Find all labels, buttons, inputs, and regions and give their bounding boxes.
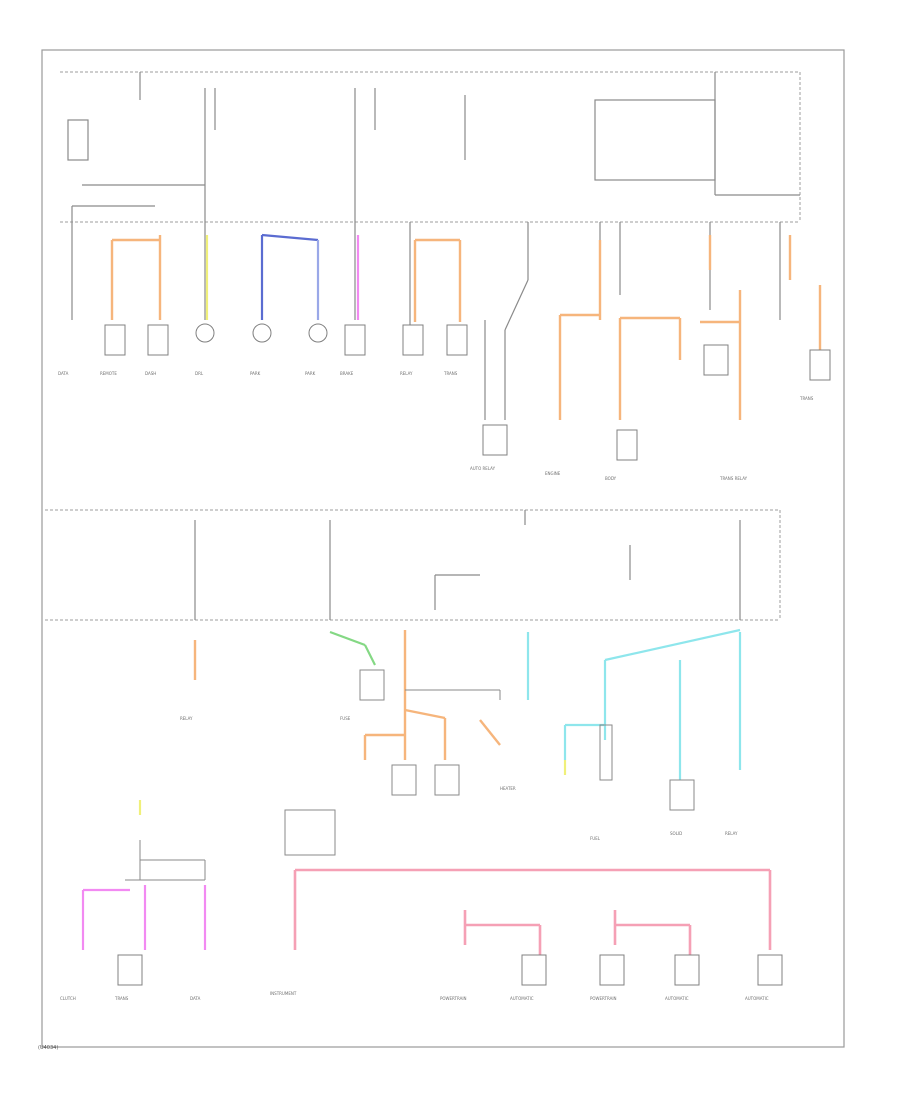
svg-text:BRAKE: BRAKE (340, 371, 354, 376)
middle-wires (194, 510, 741, 620)
magenta-wires-bottom (81, 885, 207, 950)
svg-text:CLUTCH: CLUTCH (60, 996, 76, 1001)
figure-code: (U4034) (38, 1045, 59, 1051)
top-components (104, 323, 831, 461)
top-bus-feeds (67, 72, 800, 222)
svg-text:AUTO RELAY: AUTO RELAY (470, 466, 496, 471)
svg-text:TRANS: TRANS (443, 371, 458, 376)
svg-text:DRL: DRL (195, 371, 204, 376)
svg-text:POWERTRAIN: POWERTRAIN (590, 996, 617, 1001)
svg-text:RELAY: RELAY (400, 371, 413, 376)
svg-text:BODY: BODY (605, 476, 617, 481)
diagram-frame (41, 49, 845, 1048)
left-ground-bracket (71, 205, 155, 235)
green-wires (329, 630, 376, 666)
orange-circuits-bottom (193, 630, 501, 760)
cyan-wires (526, 628, 742, 780)
fuse-block-top (60, 71, 801, 223)
svg-text:PARK: PARK (305, 371, 316, 376)
svg-text:TRANS RELAY: TRANS RELAY (719, 476, 748, 481)
svg-text:FUSE: FUSE (340, 716, 351, 721)
svg-text:AUTOMATIC: AUTOMATIC (665, 996, 689, 1001)
top-labels: DATA REMOTE DASH DRL PARK PARK BRAKE REL… (58, 371, 814, 481)
svg-text:RELAY: RELAY (725, 831, 738, 836)
fuse-block-middle (45, 509, 781, 621)
svg-text:TRANS: TRANS (114, 996, 129, 1001)
bottom-components (117, 954, 783, 986)
svg-text:PARK: PARK (250, 371, 261, 376)
svg-text:HEATER: HEATER (500, 786, 516, 791)
svg-text:DATA: DATA (190, 996, 201, 1001)
yellow-bottom (138, 760, 567, 815)
orange-circuits-top (110, 235, 822, 420)
svg-text:DATA: DATA (58, 371, 69, 376)
svg-text:INSTRUMENT: INSTRUMENT (270, 991, 297, 996)
pink-bus-bottom (293, 868, 772, 955)
svg-text:AUTOMATIC: AUTOMATIC (745, 996, 769, 1001)
svg-text:AUTOMATIC: AUTOMATIC (510, 996, 534, 1001)
svg-text:RELAY: RELAY (180, 716, 193, 721)
svg-text:POWERTRAIN: POWERTRAIN (440, 996, 467, 1001)
svg-text:DASH: DASH (145, 371, 156, 376)
blue-wires-top (260, 233, 319, 320)
svg-text:FUEL: FUEL (590, 836, 601, 841)
svg-text:ENGINE: ENGINE (545, 471, 561, 476)
svg-text:TRANS: TRANS (799, 396, 814, 401)
svg-text:REMOTE: REMOTE (100, 371, 117, 376)
lower-grey-wires (125, 669, 695, 881)
svg-text:SOLID: SOLID (670, 831, 682, 836)
lower-labels: RELAY FUSE HEATER FUEL SOLID RELAY CLUTC… (60, 716, 769, 1001)
fuse-outputs-top (71, 222, 781, 420)
